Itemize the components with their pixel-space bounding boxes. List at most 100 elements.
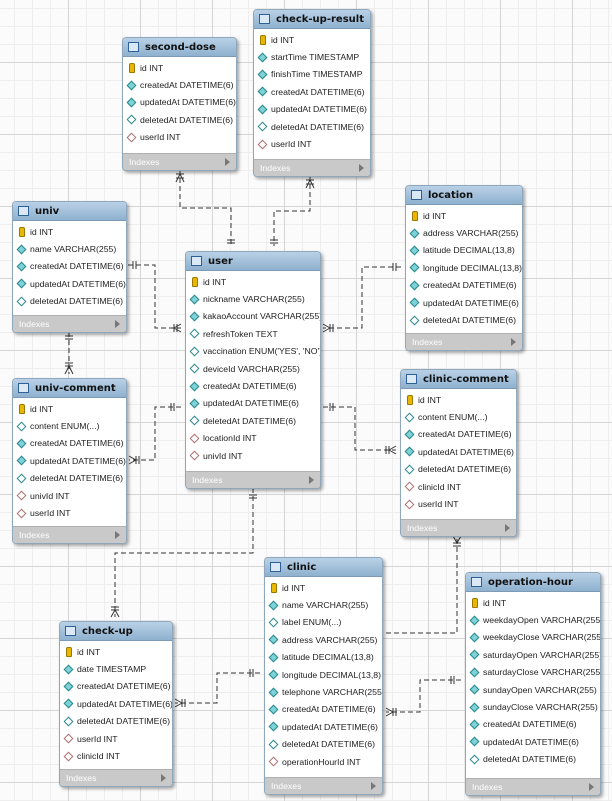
- column-row[interactable]: address VARCHAR(255): [265, 631, 382, 648]
- table-header[interactable]: univ: [13, 202, 126, 221]
- column-row[interactable]: id INT: [401, 391, 516, 408]
- column-row[interactable]: name VARCHAR(255): [13, 240, 126, 257]
- column-row[interactable]: updatedAt DATETIME(6): [265, 718, 382, 735]
- column-row[interactable]: updatedAt DATETIME(6): [401, 443, 516, 460]
- table-header[interactable]: clinic-comment: [401, 370, 516, 389]
- expand-arrow-icon[interactable]: [115, 320, 120, 328]
- column-row[interactable]: finishTime TIMESTAMP: [254, 66, 370, 83]
- column-row[interactable]: deviceId VARCHAR(255): [186, 360, 320, 377]
- column-row[interactable]: content ENUM(...): [401, 408, 516, 425]
- column-row[interactable]: id INT: [254, 31, 370, 48]
- expand-arrow-icon[interactable]: [359, 164, 364, 172]
- column-row[interactable]: longitude DECIMAL(13,8): [406, 259, 522, 276]
- column-row[interactable]: saturdayClose VARCHAR(255): [466, 664, 600, 681]
- column-row[interactable]: sundayOpen VARCHAR(255): [466, 681, 600, 698]
- column-row[interactable]: deletedAt DATETIME(6): [186, 412, 320, 429]
- column-row[interactable]: telephone VARCHAR(255): [265, 683, 382, 700]
- column-row[interactable]: weekdayClose VARCHAR(255): [466, 629, 600, 646]
- table-header[interactable]: clinic: [265, 558, 382, 577]
- column-row[interactable]: name VARCHAR(255): [265, 596, 382, 613]
- column-row[interactable]: updatedAt DATETIME(6): [60, 695, 172, 712]
- indexes-section[interactable]: Indexes: [13, 315, 126, 332]
- column-row[interactable]: id INT: [60, 643, 172, 660]
- column-row[interactable]: deletedAt DATETIME(6): [13, 470, 126, 487]
- column-row[interactable]: updatedAt DATETIME(6): [254, 101, 370, 118]
- column-row[interactable]: univId INT: [13, 487, 126, 504]
- column-row[interactable]: createdAt DATETIME(6): [186, 377, 320, 394]
- column-row[interactable]: deletedAt DATETIME(6): [60, 713, 172, 730]
- indexes-section[interactable]: Indexes: [401, 519, 516, 536]
- indexes-section[interactable]: Indexes: [13, 526, 126, 543]
- expand-arrow-icon[interactable]: [371, 782, 376, 790]
- indexes-section[interactable]: Indexes: [466, 778, 600, 795]
- column-row[interactable]: weekdayOpen VARCHAR(255): [466, 611, 600, 628]
- column-row[interactable]: vaccination ENUM('YES', 'NO'): [186, 343, 320, 360]
- indexes-section[interactable]: Indexes: [186, 471, 320, 488]
- expand-arrow-icon[interactable]: [309, 476, 314, 484]
- indexes-section[interactable]: Indexes: [265, 777, 382, 794]
- column-row[interactable]: univId INT: [186, 447, 320, 464]
- indexes-section[interactable]: Indexes: [123, 153, 236, 170]
- expand-arrow-icon[interactable]: [225, 158, 230, 166]
- column-row[interactable]: createdAt DATETIME(6): [265, 701, 382, 718]
- table-header[interactable]: check-up-result: [254, 10, 370, 29]
- column-row[interactable]: userId INT: [254, 135, 370, 152]
- column-row[interactable]: clinicId INT: [401, 478, 516, 495]
- column-row[interactable]: content ENUM(...): [13, 417, 126, 434]
- column-row[interactable]: startTime TIMESTAMP: [254, 48, 370, 65]
- column-row[interactable]: label ENUM(...): [265, 614, 382, 631]
- column-row[interactable]: latitude DECIMAL(13,8): [265, 649, 382, 666]
- column-row[interactable]: userId INT: [60, 730, 172, 747]
- column-row[interactable]: createdAt DATETIME(6): [401, 426, 516, 443]
- column-row[interactable]: updatedAt DATETIME(6): [13, 452, 126, 469]
- table-header[interactable]: check-up: [60, 622, 172, 641]
- column-row[interactable]: createdAt DATETIME(6): [13, 258, 126, 275]
- column-row[interactable]: id INT: [265, 579, 382, 596]
- indexes-section[interactable]: Indexes: [254, 159, 370, 176]
- table-header[interactable]: operation-hour: [466, 573, 600, 592]
- column-row[interactable]: date TIMESTAMP: [60, 660, 172, 677]
- column-row[interactable]: deletedAt DATETIME(6): [406, 311, 522, 328]
- expand-arrow-icon[interactable]: [511, 338, 516, 346]
- table-header[interactable]: user: [186, 252, 320, 271]
- column-row[interactable]: deletedAt DATETIME(6): [466, 751, 600, 768]
- column-row[interactable]: id INT: [13, 223, 126, 240]
- column-row[interactable]: createdAt DATETIME(6): [406, 277, 522, 294]
- column-row[interactable]: createdAt DATETIME(6): [13, 435, 126, 452]
- table-header[interactable]: second-dose: [123, 38, 236, 57]
- expand-arrow-icon[interactable]: [505, 524, 510, 532]
- column-row[interactable]: updatedAt DATETIME(6): [466, 733, 600, 750]
- column-row[interactable]: id INT: [13, 400, 126, 417]
- column-row[interactable]: userId INT: [13, 504, 126, 521]
- column-row[interactable]: kakaoAccount VARCHAR(255): [186, 308, 320, 325]
- table-header[interactable]: univ-comment: [13, 379, 126, 398]
- indexes-section[interactable]: Indexes: [406, 333, 522, 350]
- expand-arrow-icon[interactable]: [161, 774, 166, 782]
- column-row[interactable]: id INT: [406, 207, 522, 224]
- column-row[interactable]: createdAt DATETIME(6): [60, 678, 172, 695]
- column-row[interactable]: userId INT: [401, 495, 516, 512]
- column-row[interactable]: operationHourId INT: [265, 753, 382, 770]
- expand-arrow-icon[interactable]: [589, 783, 594, 791]
- column-row[interactable]: createdAt DATETIME(6): [254, 83, 370, 100]
- column-row[interactable]: deletedAt DATETIME(6): [123, 111, 236, 128]
- column-row[interactable]: id INT: [466, 594, 600, 611]
- column-row[interactable]: createdAt DATETIME(6): [123, 76, 236, 93]
- column-row[interactable]: address VARCHAR(255): [406, 224, 522, 241]
- column-row[interactable]: deletedAt DATETIME(6): [401, 461, 516, 478]
- column-row[interactable]: sundayClose VARCHAR(255): [466, 698, 600, 715]
- indexes-section[interactable]: Indexes: [60, 769, 172, 786]
- column-row[interactable]: deletedAt DATETIME(6): [254, 118, 370, 135]
- column-row[interactable]: updatedAt DATETIME(6): [13, 275, 126, 292]
- column-row[interactable]: id INT: [186, 273, 320, 290]
- column-row[interactable]: locationId INT: [186, 430, 320, 447]
